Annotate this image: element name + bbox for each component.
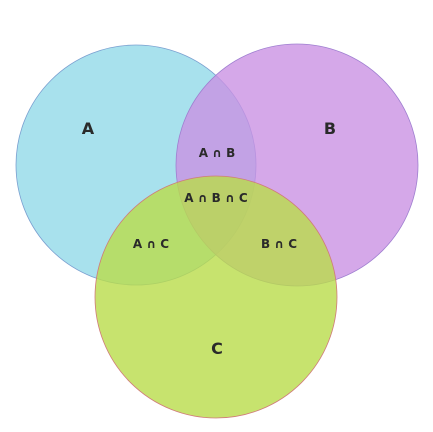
set-c-outline xyxy=(94,175,338,419)
region-ab-label: A ∩ B xyxy=(199,146,236,160)
region-abc-label: A ∩ B ∩ C xyxy=(184,191,248,205)
set-c-circle xyxy=(95,176,337,418)
region-ac-label: A ∩ C xyxy=(133,237,169,251)
set-a-label: A xyxy=(82,119,95,138)
set-b-label: B xyxy=(324,119,336,138)
region-bc-label: B ∩ C xyxy=(261,237,297,251)
set-c-label: C xyxy=(211,339,223,358)
